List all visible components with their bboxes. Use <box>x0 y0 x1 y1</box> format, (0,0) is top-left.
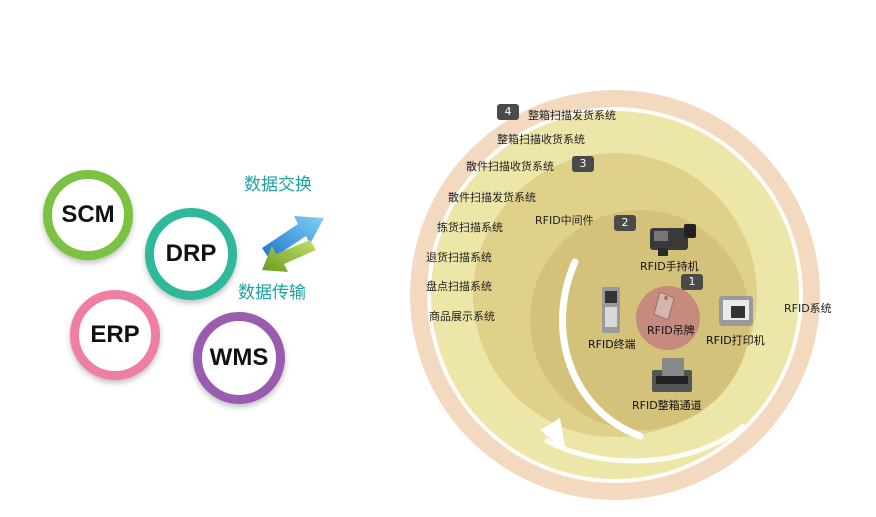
badge-2: 2 <box>614 215 636 231</box>
erp-label: ERP <box>90 321 140 348</box>
drp-circle: DRP <box>145 208 237 300</box>
middle-item-4: 退货扫描系统 <box>426 251 492 264</box>
data-exchange-label: 数据交换 <box>244 175 312 195</box>
erp-circle: ERP <box>70 290 160 380</box>
drp-label: DRP <box>165 240 217 267</box>
channel-icon <box>652 358 692 392</box>
terminal-label: RFID终端 <box>588 338 636 351</box>
badge-1: 1 <box>681 274 703 290</box>
tag-label: RFID吊牌 <box>647 324 695 337</box>
outer-item-2: 整箱扫描收货系统 <box>497 133 585 146</box>
scm-label: SCM <box>61 201 115 228</box>
middle-item-3: 拣货扫描系统 <box>437 221 503 234</box>
printer-icon <box>719 296 753 326</box>
wms-label: WMS <box>209 344 269 371</box>
data-transfer-label: 数据传输 <box>238 283 306 303</box>
wms-circle: WMS <box>193 312 285 404</box>
middle-item-6: 商品展示系统 <box>429 310 495 323</box>
badge-4: 4 <box>497 104 519 120</box>
printer-label: RFID打印机 <box>706 334 765 347</box>
middle-item-2: 散件扫描发货系统 <box>448 191 536 204</box>
middleware-label: RFID中间件 <box>535 214 594 227</box>
rfid-system-label: RFID系统 <box>784 302 832 315</box>
tag-icon <box>653 291 675 321</box>
handheld-label: RFID手持机 <box>640 260 699 273</box>
middle-item-5: 盘点扫描系统 <box>426 280 492 293</box>
channel-label: RFID整箱通道 <box>632 399 702 412</box>
scm-circle: SCM <box>43 170 133 260</box>
terminal-icon <box>602 287 620 333</box>
outer-item-1: 整箱扫描发货系统 <box>528 109 616 122</box>
badge-3: 3 <box>572 156 594 172</box>
exchange-arrows-icon <box>262 216 324 272</box>
handheld-device-icon <box>650 224 696 256</box>
middle-item-1: 散件扫描收货系统 <box>466 160 554 173</box>
